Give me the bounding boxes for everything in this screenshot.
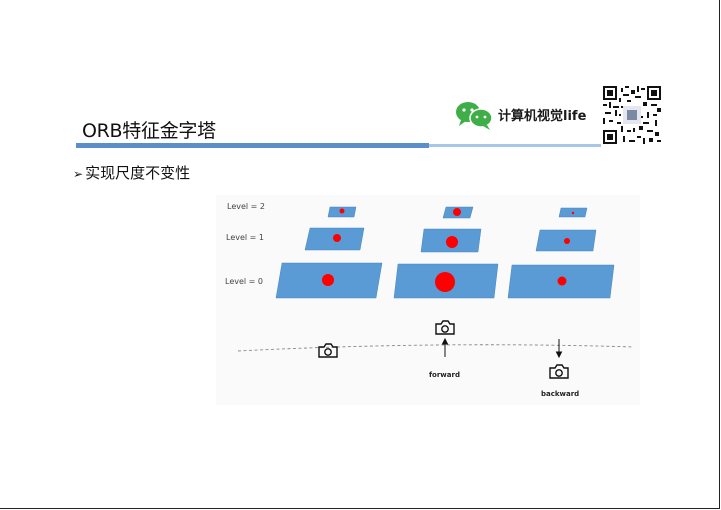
feature-dot-c3-l2 xyxy=(571,211,575,215)
qr-code-icon xyxy=(603,86,661,144)
arrow-up-icon xyxy=(441,337,449,357)
camera-icon xyxy=(435,320,455,335)
camera-icon xyxy=(549,364,569,379)
level-label-2: Level = 2 xyxy=(227,202,265,211)
feature-dot-c2-l2 xyxy=(453,208,461,216)
feature-dot-c2-l1 xyxy=(446,236,458,248)
feature-dot-c3-l0 xyxy=(557,276,567,286)
level-label-0: Level = 0 xyxy=(225,277,263,286)
title-underline-light xyxy=(429,144,601,147)
pyramid-diagram xyxy=(237,206,635,379)
feature-dot-c2-l0 xyxy=(435,272,455,292)
bullet-point: ➢实现尺度不变性 xyxy=(73,162,190,183)
feature-dot-c1-l1 xyxy=(333,234,341,242)
feature-dot-c1-l0 xyxy=(322,274,334,286)
feature-dot-c3-l1 xyxy=(564,238,570,244)
camera-icon xyxy=(318,343,338,358)
wechat-logo-icon xyxy=(456,102,493,130)
bullet-arrow-icon: ➢ xyxy=(73,167,84,181)
feature-dot-c1-l2 xyxy=(339,208,345,214)
camera-path-line xyxy=(237,344,635,352)
brand-name: 计算机视觉life xyxy=(498,109,587,124)
forward-label: forward xyxy=(429,371,460,379)
pyramid-figure: Level = 2 Level = 1 Level = 0 xyxy=(216,195,640,405)
bullet-text: 实现尺度不变性 xyxy=(85,164,191,182)
arrow-down-icon xyxy=(555,339,563,359)
slide-title: ORB特征金字塔 xyxy=(82,120,216,142)
title-underline xyxy=(76,143,429,148)
level-label-1: Level = 1 xyxy=(226,233,264,242)
backward-label: backward xyxy=(541,390,580,398)
